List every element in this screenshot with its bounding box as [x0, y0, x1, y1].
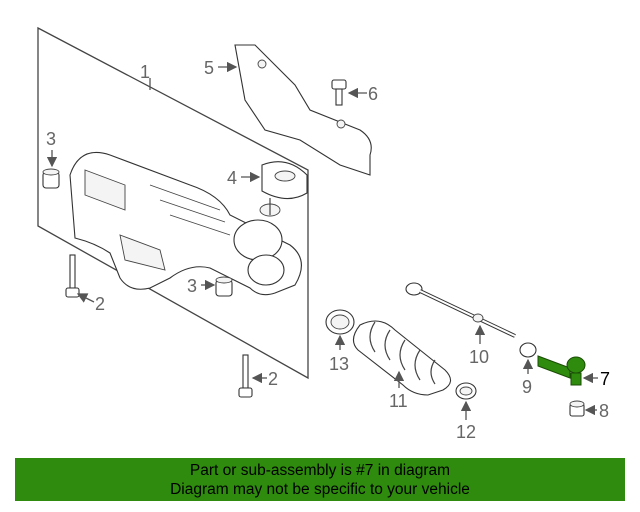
callout-12: 12	[456, 422, 476, 442]
inner-tie-rod-10[interactable]	[405, 282, 516, 338]
callout-1: 1	[140, 62, 150, 82]
callout-8: 8	[599, 401, 609, 421]
bolt-2-lower[interactable]	[238, 354, 253, 398]
steering-gear-assembly[interactable]	[69, 151, 302, 296]
callout-6: 6	[368, 84, 378, 104]
bracket-5[interactable]	[234, 44, 372, 176]
clamp-12[interactable]	[455, 382, 477, 400]
bushing-3-upper[interactable]	[42, 168, 60, 189]
callout-10: 10	[469, 347, 489, 367]
clamp-13[interactable]	[325, 309, 355, 335]
callout-3-upper: 3	[46, 129, 56, 149]
callout-7: 7	[600, 369, 610, 389]
banner-line-1: Part or sub-assembly is #7 in diagram	[189, 462, 451, 479]
ring-9[interactable]	[519, 342, 537, 358]
callout-9: 9	[522, 377, 532, 397]
tie-rod-end-7[interactable]	[537, 355, 586, 386]
callout-2-lower: 2	[268, 369, 278, 389]
nut-8[interactable]	[569, 400, 585, 417]
callout-3-lower: 3	[187, 276, 197, 296]
bolt-2-upper[interactable]	[65, 254, 80, 298]
callout-4: 4	[227, 168, 237, 188]
banner-line-2: Diagram may not be specific to your vehi…	[170, 481, 470, 498]
bolt-6[interactable]	[331, 79, 347, 106]
callout-13: 13	[329, 354, 349, 374]
bushing-3-lower[interactable]	[215, 276, 233, 297]
callout-2-upper: 2	[95, 294, 105, 314]
parts-diagram: 1 2 2 3 3 4 5 6 7 8 9 10 11 12 13	[37, 26, 610, 442]
callout-5: 5	[204, 58, 214, 78]
boot-11[interactable]	[352, 320, 452, 396]
mount-4[interactable]	[261, 161, 308, 200]
callout-11: 11	[389, 391, 408, 411]
info-banner: Part or sub-assembly is #7 in diagram Di…	[15, 458, 625, 501]
